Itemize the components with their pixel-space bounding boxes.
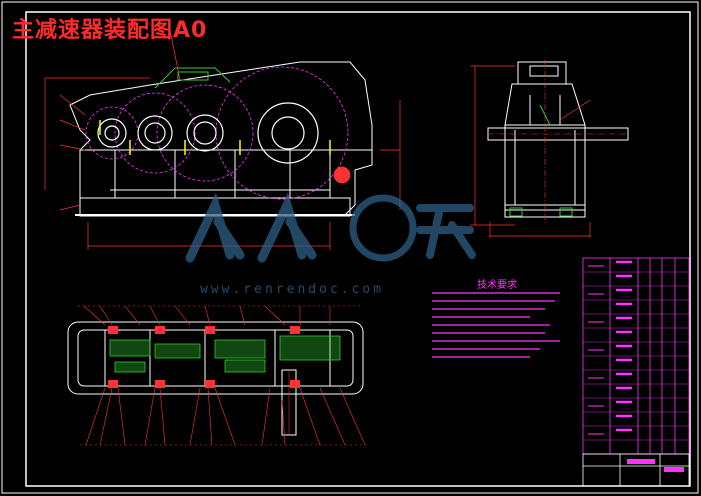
side-view-shaft [487, 60, 629, 225]
watermark-logo [185, 192, 476, 263]
front-view-leaders [44, 29, 401, 250]
front-view-bolts [99, 120, 331, 155]
plan-view-bearings [108, 326, 300, 388]
inner-frame [25, 11, 691, 487]
side-view-details [509, 104, 573, 217]
front-view-cover [154, 67, 231, 89]
front-view-bearings [97, 102, 319, 164]
tech-requirements-lines [432, 292, 560, 358]
tech-requirements-title: 技术要求 [477, 280, 517, 291]
parts-list-text [588, 260, 632, 435]
front-view-gears [85, 66, 349, 200]
drawing-title: 主减速器装配图A0 [12, 18, 208, 43]
watermark-url: www.renrendoc.com [200, 282, 385, 297]
plan-view-balloons [78, 305, 370, 446]
plan-view-shafts [109, 335, 341, 373]
title-block [582, 453, 690, 487]
side-view-leaders [470, 65, 591, 238]
parts-list-rows [583, 271, 689, 441]
